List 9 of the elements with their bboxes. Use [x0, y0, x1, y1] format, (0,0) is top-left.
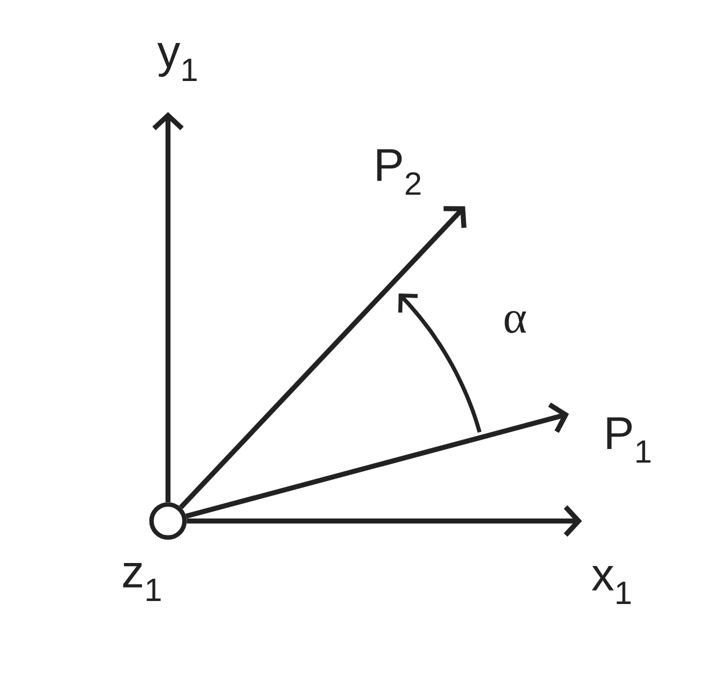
- vector-label: P$_{2}$: [377, 149, 420, 195]
- vector-arrow: [179, 206, 466, 510]
- axis-label: z$_{1}$: [123, 563, 161, 601]
- axis-label: x$_{1}$: [592, 566, 631, 604]
- vector-label: P$_{1}$: [607, 417, 650, 463]
- axis-label: α: [504, 310, 526, 334]
- origin-circle: [149, 502, 187, 540]
- vector-arrow: [185, 402, 569, 519]
- axis-label: y$_{1}$: [157, 43, 197, 81]
